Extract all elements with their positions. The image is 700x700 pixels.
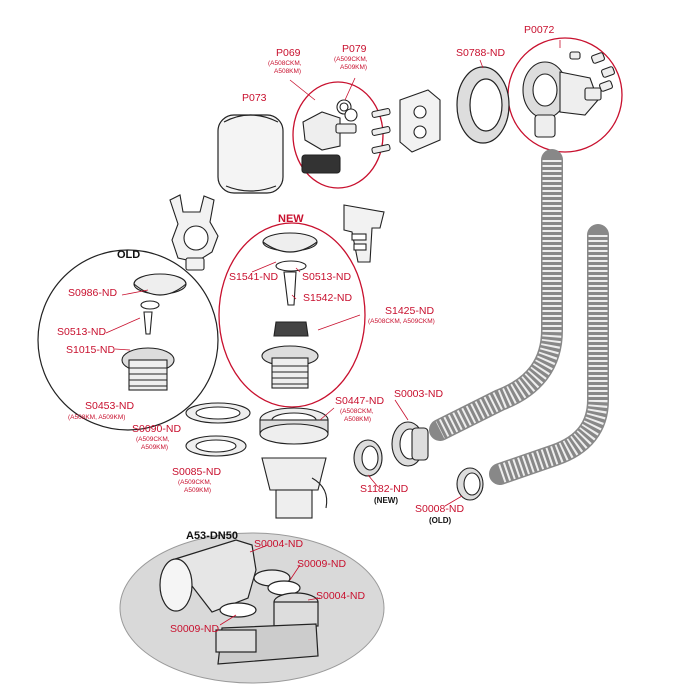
s0788-gasket xyxy=(456,66,510,144)
label-s0085: S0085-ND xyxy=(172,466,222,478)
leader-lines xyxy=(105,40,561,626)
label-s1182: S1182-ND xyxy=(360,483,409,495)
screws xyxy=(371,108,391,154)
label-p0072: P0072 xyxy=(524,24,555,36)
corrugated-hose-1 xyxy=(429,149,563,441)
corrugated-hose-1-ribs xyxy=(435,160,562,439)
label-s0085-sub-2: A509KM) xyxy=(184,487,212,494)
label-s0009-b: S0009-ND xyxy=(170,623,220,635)
label-p079: P079 xyxy=(342,43,367,55)
new-callout-ellipse xyxy=(218,222,366,408)
old-heading: OLD xyxy=(117,249,141,261)
label-s0513-old: S0513-ND xyxy=(57,326,107,338)
label-s0085-sub-1: (A509CKM, xyxy=(178,479,212,486)
s0447-drain-body xyxy=(259,407,329,519)
p069-overflow-body xyxy=(301,99,358,174)
label-s0009-a: S0009-ND xyxy=(297,558,347,570)
label-s1425-sub: (A508CKM, A509CKM) xyxy=(368,318,435,325)
label-p069-sub-2: A508KM) xyxy=(274,68,302,75)
label-p079-sub-1: (A509CKM, xyxy=(334,56,368,63)
label-s0004-b: S0004-ND xyxy=(316,590,366,602)
flat-washers xyxy=(185,402,251,457)
p0072-overflow-housing xyxy=(522,51,615,138)
label-s0447-sub-1: (A508CKM, xyxy=(340,408,374,415)
label-s0008: S0008-ND xyxy=(415,503,465,515)
label-p069: P069 xyxy=(276,47,301,59)
s0003-nut xyxy=(391,421,429,467)
label-p073: P073 xyxy=(242,92,267,104)
siphon-a53-dn50 xyxy=(159,539,319,665)
wrench-tool xyxy=(169,194,219,271)
s1182-ring xyxy=(353,439,383,477)
new-heading: NEW xyxy=(278,213,304,225)
old-callout-circle xyxy=(37,249,219,431)
label-s0453-sub: (A508KM, A509KM) xyxy=(68,414,126,421)
s0008-ring xyxy=(456,467,484,501)
label-p079-sub-2: A509KM) xyxy=(340,64,368,71)
label-s0447-sub-2: A508KM) xyxy=(344,416,372,423)
old-plug-group xyxy=(121,273,187,391)
label-s0513-new: S0513-ND xyxy=(302,271,352,283)
label-p069-sub-1: (A508CKM, xyxy=(268,60,302,67)
label-s0986: S0986-ND xyxy=(68,287,118,299)
label-s1425: S1425-ND xyxy=(385,305,435,317)
label-s1182-new: (NEW) xyxy=(374,496,398,505)
label-s0447: S0447-ND xyxy=(335,395,385,407)
label-s1541: S1541-ND xyxy=(229,271,279,283)
corrugated-hose-2-ribs xyxy=(496,235,608,483)
grid-key xyxy=(343,204,385,263)
overflow-flange-plate xyxy=(399,89,441,153)
label-s1015: S1015-ND xyxy=(66,344,116,356)
new-plug-group xyxy=(261,232,319,389)
label-s0453: S0453-ND xyxy=(85,400,135,412)
label-s0004-a: S0004-ND xyxy=(254,538,304,550)
label-s0090-sub-2: A509KM) xyxy=(141,444,169,451)
label-s1542: S1542-ND xyxy=(303,292,353,304)
siphon-heading: A53-DN50 xyxy=(186,530,238,542)
label-s0090: S0090-ND xyxy=(132,423,182,435)
label-s0090-sub-1: (A509CKM, xyxy=(136,436,170,443)
label-s0003: S0003-ND xyxy=(394,388,444,400)
label-s0788: S0788-ND xyxy=(456,47,506,59)
p073-overflow-cover xyxy=(217,114,284,194)
p069-callout-ellipse xyxy=(292,81,384,189)
label-s0008-old: (OLD) xyxy=(429,516,452,525)
